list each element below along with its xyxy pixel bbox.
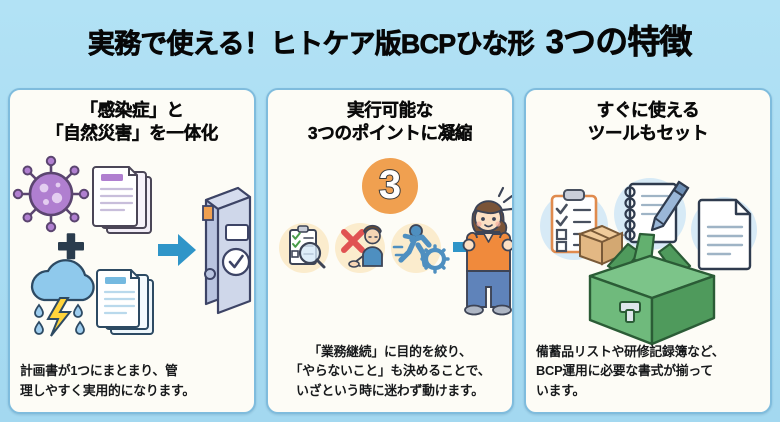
card3-caption: 備蓄品リストや研修記録簿など、 BCP運用に必要な書式が揃って います。: [536, 342, 760, 400]
card1-caption-line1: 計画書が1つにまとまり、管: [20, 363, 178, 379]
virus-icon: [12, 155, 90, 233]
card1-title-line1: 「感染症」と: [80, 100, 184, 120]
badge-number-three-label: 3: [378, 162, 402, 207]
card3-title-line2: ツールもセット: [587, 123, 709, 144]
plus-icon: [58, 233, 84, 260]
card2-caption: 「業務継続」に目的を絞り、 「やらないこと」も決めることで、 いざという時に迷わ…: [278, 342, 502, 400]
feature-card-ready-tools[interactable]: すぐに使える ツールもセット: [524, 88, 772, 414]
sparkle-icon: [497, 186, 512, 212]
page-title-main: 実務で使える！ヒトケア版BCPひな形: [87, 28, 541, 59]
card3-artwork: [526, 152, 770, 352]
badge-number-three: 3: [362, 158, 418, 214]
page-title-text: 実務で使える！ヒトケア版BCPひな形 3つの特徴: [87, 22, 693, 60]
cheering-woman-icon: [462, 186, 512, 316]
pen-icon: [650, 180, 690, 232]
card3-title: すぐに使える ツールもセット: [526, 99, 770, 145]
document-stack-blue-icon: [96, 269, 154, 335]
card1-artwork: [10, 152, 254, 352]
green-toolbox-icon: [588, 232, 716, 346]
card1-caption-line2: 理しやすく実用的になります。: [20, 382, 195, 398]
gear-icon: [420, 244, 450, 274]
card2-caption-line1: 「業務継続」に目的を絞り、: [308, 343, 472, 359]
binder-check-icon: [202, 186, 252, 315]
card3-caption-line1: 備蓄品リストや研修記録簿など、: [536, 343, 725, 359]
card2-artwork: 3: [268, 152, 512, 352]
cardboard-box-icon: [577, 224, 625, 266]
card2-caption-line3: いざという時に迷わず動けます。: [296, 382, 484, 398]
page-title: 実務で使える！ヒトケア版BCPひな形 3つの特徴: [0, 0, 780, 82]
card3-title-line1: すぐに使える: [596, 100, 700, 120]
card1-caption: 計画書が1つにまとまり、管 理しやすく実用的になります。: [20, 361, 244, 400]
card1-title: 「感染症」と 「自然災害」を一体化: [10, 99, 254, 145]
feature-card-three-points[interactable]: 実行可能な 3つのポイントに凝縮 3: [266, 88, 514, 414]
arrow-right-icon: [158, 234, 196, 266]
checklist-magnifier-icon: [279, 223, 329, 273]
document-icon: [697, 198, 752, 271]
storm-cloud-icon: [30, 259, 95, 337]
running-person-gear-icon: [391, 223, 450, 274]
card1-title-line2: 「自然災害」を一体化: [46, 123, 219, 144]
card2-title: 実行可能な 3つのポイントに凝縮: [268, 99, 512, 145]
red-x-person-icon: [335, 223, 385, 273]
feature-card-infection-disaster[interactable]: 「感染症」と 「自然災害」を一体化: [8, 88, 256, 414]
document-stack-purple-icon: [92, 166, 152, 234]
feature-cards-row: 「感染症」と 「自然災害」を一体化: [8, 88, 772, 414]
card2-title-line1: 実行可能な: [347, 100, 434, 120]
card2-caption-line2: 「やらないこと」も決めることで、: [289, 363, 491, 379]
card2-title-line2: 3つのポイントに凝縮: [307, 123, 473, 144]
card3-caption-line2: BCP運用に必要な書式が揃って: [536, 363, 713, 379]
page-title-highlight: 3つの特徴: [545, 22, 692, 60]
card3-caption-line3: います。: [536, 382, 586, 398]
